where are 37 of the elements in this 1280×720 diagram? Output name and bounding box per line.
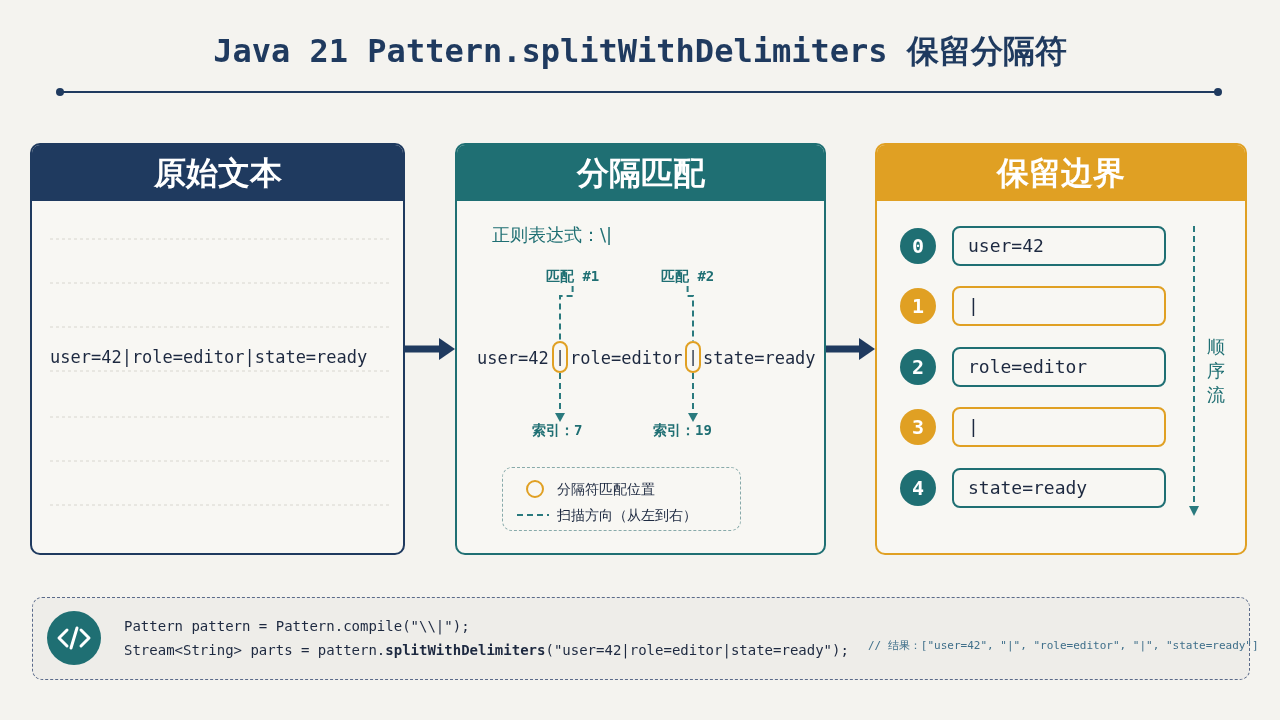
legend-label: 分隔符匹配位置	[557, 480, 655, 499]
index-badge: 2	[900, 349, 936, 385]
arrow	[688, 372, 698, 422]
match-label: 匹配 #2	[661, 268, 715, 286]
segment-box: user=42	[952, 226, 1166, 266]
panel-card	[455, 143, 826, 555]
index-badge: 0	[900, 228, 936, 264]
arrow	[555, 372, 565, 422]
panel-card	[875, 143, 1247, 555]
arrow	[405, 338, 455, 360]
index-label: 索引：7	[532, 422, 583, 440]
index-badge: 3	[900, 409, 936, 445]
code-text: role=editor	[570, 344, 683, 372]
segment-box: |	[952, 286, 1166, 326]
title: Java 21 Pattern.splitWithDelimiters 保留分隔符	[212, 31, 1068, 72]
code-text: user=42	[477, 344, 549, 372]
index-badge: 1	[900, 288, 936, 324]
sample-text: user=42|role=editor|state=ready	[50, 347, 368, 367]
panel-header: 保留边界	[877, 145, 1245, 201]
arrow	[826, 338, 875, 360]
code-comment: // 结果：["user=42", "|", "role=editor", "|", "state=ready"]	[868, 638, 1259, 653]
code-line: Pattern pattern = Pattern.compile("\\|");	[124, 618, 470, 634]
segment-box: state=ready	[952, 468, 1166, 508]
leader-line	[559, 285, 574, 342]
segment-box: |	[952, 407, 1166, 447]
match-label: 匹配 #1	[546, 268, 600, 286]
index-label: 索引：19	[653, 422, 712, 440]
regex-label: 正则表达式：\|	[492, 223, 613, 247]
code-text: state=ready	[703, 344, 816, 372]
index-badge: 4	[900, 470, 936, 506]
flow-label: 顺序流	[1206, 335, 1226, 407]
code-line: Stream<String> parts = pattern.splitWithDelimiters("user=42|role=editor|state=ready");	[124, 642, 849, 658]
panel-card	[30, 143, 405, 555]
legend-label: 扫描方向（从左到右）	[557, 506, 697, 525]
panel-header: 原始文本	[32, 145, 403, 201]
panel-header: 分隔匹配	[457, 145, 824, 201]
segment-box: role=editor	[952, 347, 1166, 387]
